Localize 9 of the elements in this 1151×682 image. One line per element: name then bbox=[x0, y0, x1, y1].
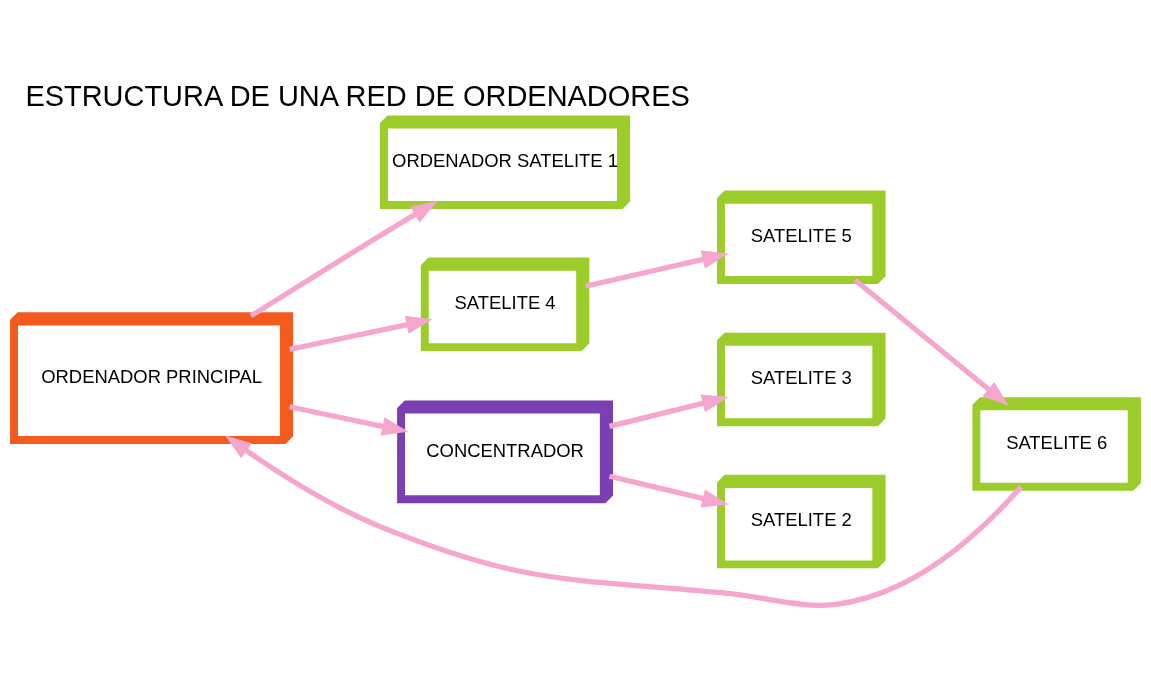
arrow bbox=[608, 393, 729, 429]
diagram-title: ESTRUCTURA DE UNA RED DE ORDENADORES bbox=[25, 79, 690, 112]
arrow bbox=[225, 435, 1023, 608]
arrow bbox=[608, 473, 729, 507]
arrow bbox=[853, 277, 1009, 406]
arrow bbox=[289, 403, 409, 435]
arrow bbox=[249, 200, 438, 318]
arrow bbox=[289, 315, 433, 352]
arrow bbox=[584, 249, 729, 289]
